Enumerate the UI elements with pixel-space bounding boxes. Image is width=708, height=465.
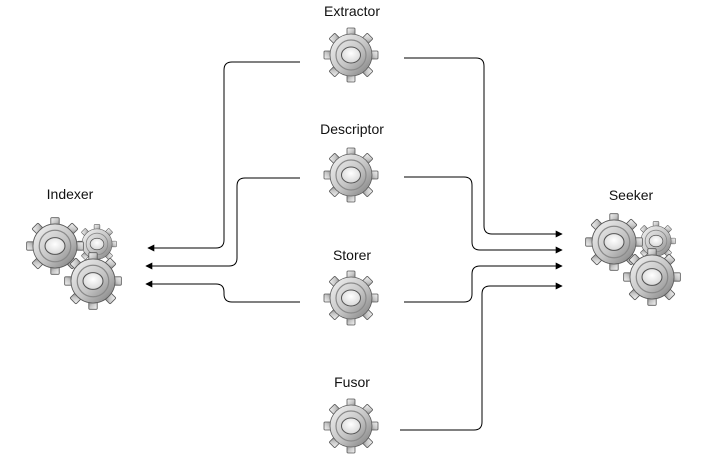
- component-label-descriptor: Descriptor: [320, 121, 384, 137]
- connector-extractor-indexer: [147, 61, 300, 252]
- connector-descriptor-seeker: [404, 176, 563, 254]
- gear-icon: [323, 147, 379, 203]
- component-label-seeker: Seeker: [608, 187, 654, 203]
- connectors-to-seeker: [400, 57, 563, 431]
- connector-storer-indexer: [145, 280, 300, 303]
- gears-cluster-icon: [26, 217, 122, 310]
- component-label-extractor: Extractor: [323, 3, 381, 19]
- gears-cluster-icon: [585, 213, 681, 306]
- connector-extractor-seeker: [404, 57, 563, 238]
- connector-fusor-seeker: [400, 282, 563, 431]
- gear-icon: [323, 398, 379, 454]
- component-label-indexer: Indexer: [46, 186, 94, 202]
- component-label-fusor: Fusor: [334, 374, 370, 390]
- connectors-to-indexer: [145, 61, 300, 303]
- connector-storer-seeker: [404, 262, 563, 303]
- gear-icon: [323, 270, 379, 326]
- gear-icon: [323, 27, 379, 83]
- connector-descriptor-indexer: [145, 177, 300, 270]
- component-label-storer: Storer: [332, 247, 372, 263]
